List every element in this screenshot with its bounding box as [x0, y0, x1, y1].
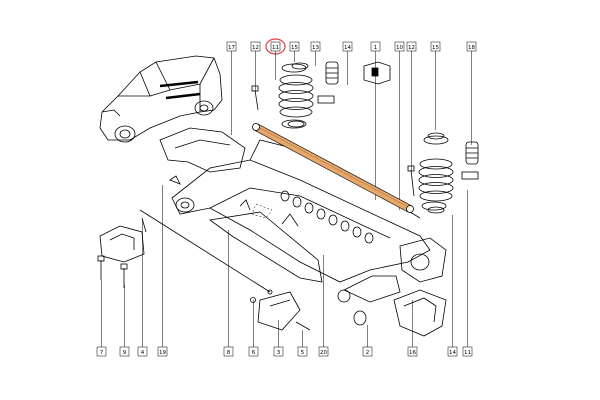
rear-axle-frame — [171, 139, 431, 283]
callout-19: 19 — [157, 346, 168, 357]
leader-lines — [101, 51, 472, 347]
callout-14-bottom: 14 — [447, 346, 458, 357]
callout-14-bottom-label: 14 — [449, 350, 456, 356]
callout-1-label: 1 — [374, 45, 378, 51]
callout-7: 7 — [96, 346, 107, 357]
bolts — [97, 85, 415, 288]
center-lower-bracket — [250, 291, 311, 331]
torsion-bar-highlighted — [252, 123, 414, 213]
callout-group-top: 17 12 11 15 13 14 1 10 — [226, 38, 477, 55]
callout-9-label: 9 — [123, 350, 127, 356]
callout-15-top: 15 — [289, 41, 300, 52]
callout-12-right: 12 — [406, 41, 417, 52]
callout-20-label: 20 — [320, 350, 327, 356]
callout-1: 1 — [370, 41, 381, 52]
callout-15-right: 15 — [430, 41, 441, 52]
spring-seats — [287, 62, 445, 214]
callout-15-top-label: 15 — [291, 45, 298, 51]
left-support-bracket — [99, 217, 147, 263]
callout-12-right-label: 12 — [408, 45, 415, 51]
callout-8-label: 8 — [227, 350, 231, 356]
shock-mount-detail — [363, 61, 391, 85]
brake-cable-rod — [139, 209, 273, 295]
frame-holes — [280, 190, 374, 244]
callout-5: 5 — [297, 346, 308, 357]
callout-10-label: 10 — [396, 45, 403, 51]
callout-13: 13 — [310, 41, 321, 52]
callout-8: 8 — [223, 346, 234, 357]
callout-17-label: 17 — [228, 45, 235, 51]
callout-20: 20 — [318, 346, 329, 357]
callout-3: 3 — [273, 346, 284, 357]
callout-15-right-label: 15 — [432, 45, 439, 51]
callout-18: 18 — [466, 41, 477, 52]
callout-4: 4 — [137, 346, 148, 357]
callout-19-label: 19 — [159, 350, 166, 356]
callout-9: 9 — [119, 346, 130, 357]
callout-12-top: 12 — [250, 41, 261, 52]
right-bump-stop — [461, 141, 479, 180]
callout-3-label: 3 — [277, 350, 281, 356]
right-coil-spring — [418, 135, 454, 211]
left-coil-spring — [278, 63, 314, 129]
callout-18-label: 18 — [468, 45, 475, 51]
callout-11-bottom-label: 11 — [464, 350, 471, 356]
left-trailing-arm — [159, 127, 246, 213]
right-hub-knuckle — [337, 237, 447, 326]
callout-2: 2 — [362, 346, 373, 357]
callout-4-label: 4 — [141, 350, 145, 356]
callout-11-top-label: 11 — [272, 45, 279, 51]
center-mount — [208, 199, 323, 283]
callout-14-top: 14 — [342, 41, 353, 52]
callout-13-label: 13 — [312, 45, 319, 51]
callout-6: 6 — [248, 346, 259, 357]
callout-16-label: 16 — [409, 350, 416, 356]
callout-5-label: 5 — [301, 350, 305, 356]
callout-2-label: 2 — [366, 350, 370, 356]
callout-group-bottom: 7 9 4 19 8 6 3 5 — [96, 346, 473, 357]
callout-10: 10 — [394, 41, 405, 52]
callout-12-top-label: 12 — [252, 45, 259, 51]
left-bump-stop — [317, 61, 339, 104]
callout-17: 17 — [226, 41, 237, 52]
callout-16: 16 — [407, 346, 418, 357]
callout-7-label: 7 — [100, 350, 104, 356]
right-lower-bracket — [393, 289, 447, 337]
vehicle-illustration — [99, 55, 223, 143]
callout-14-top-label: 14 — [344, 45, 351, 51]
callout-6-label: 6 — [252, 350, 256, 356]
callout-11-bottom: 11 — [462, 346, 473, 357]
